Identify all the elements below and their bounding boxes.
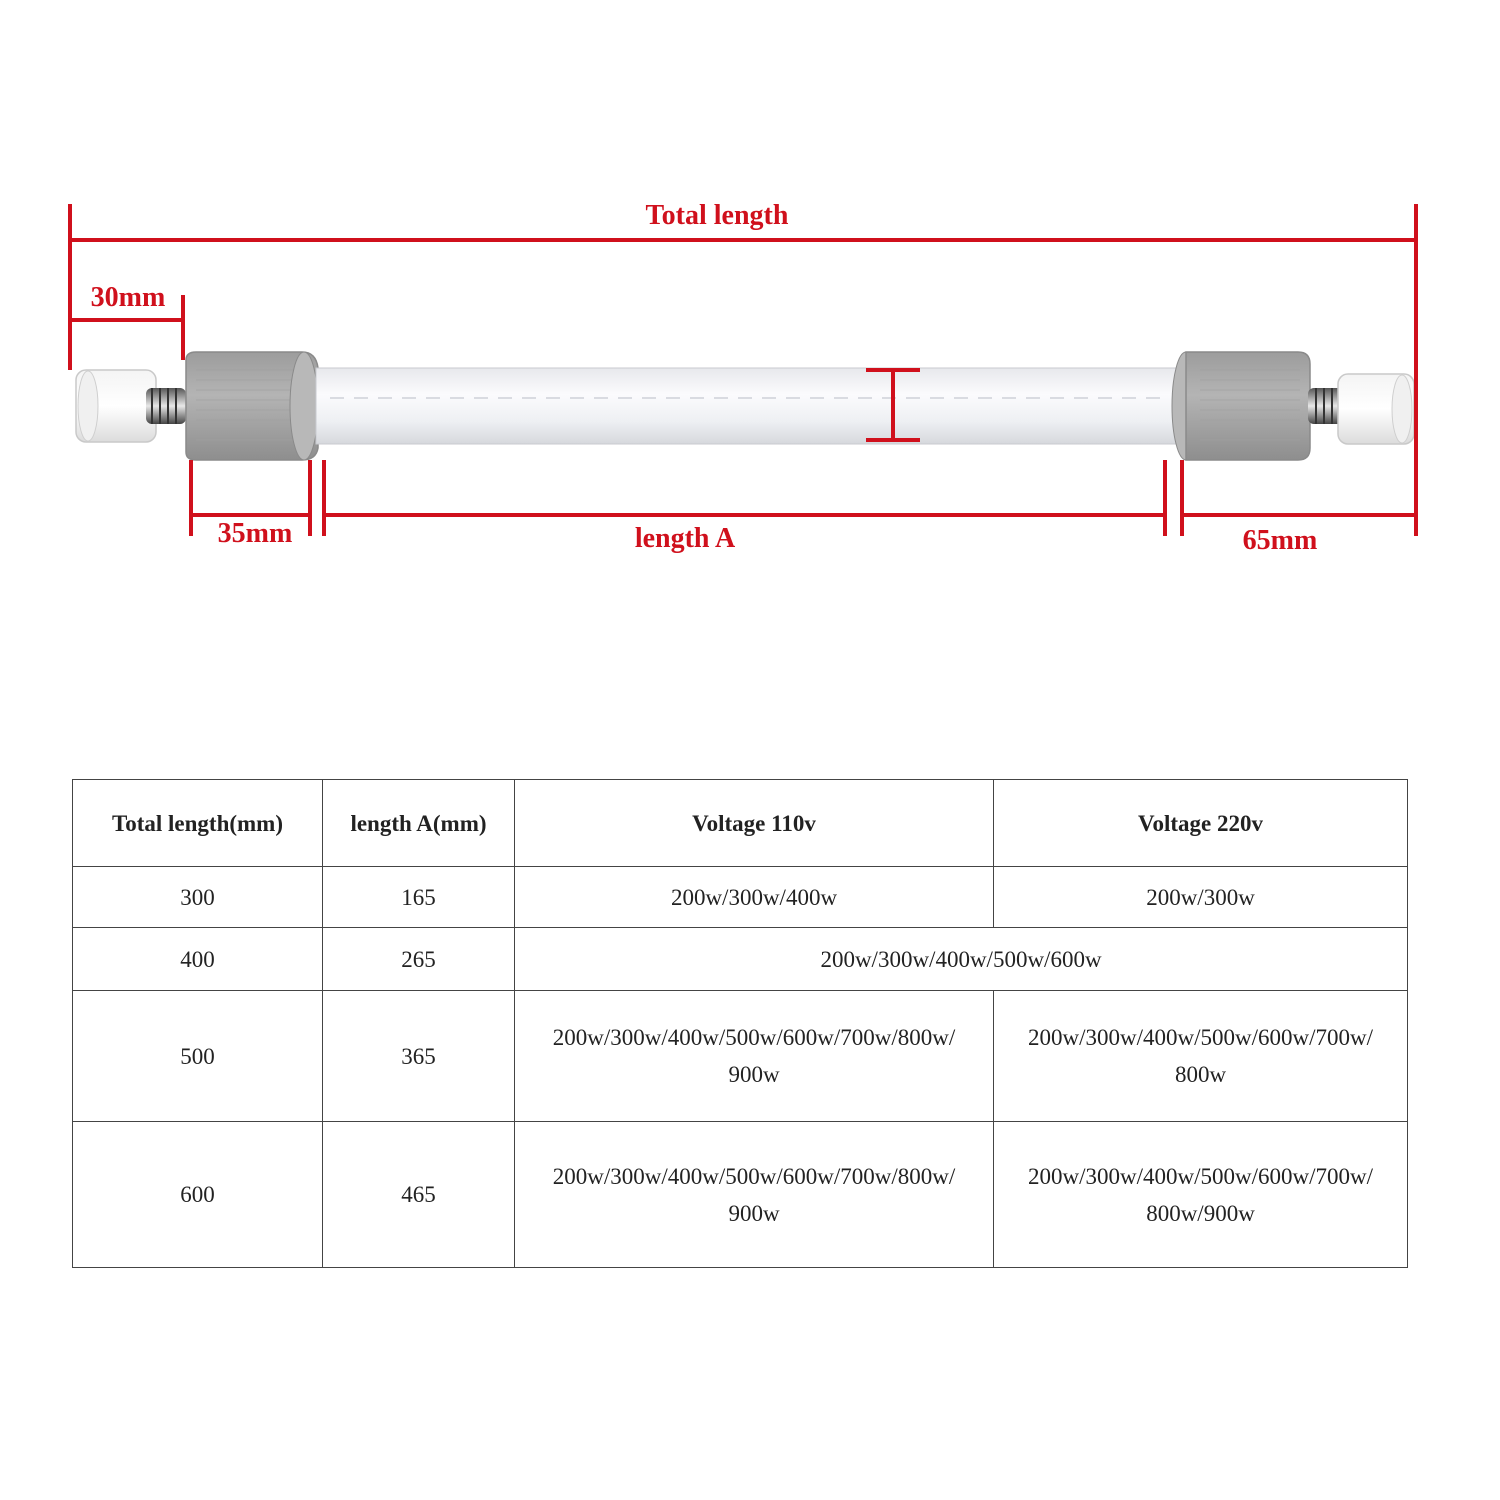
total-length-label: Total length xyxy=(646,200,789,231)
left-spring xyxy=(146,388,186,424)
right-spring xyxy=(1308,388,1344,424)
left-cap-length-label: 30mm xyxy=(91,282,166,313)
cell-total-length: 400 xyxy=(72,927,323,991)
left-ceramic-collar xyxy=(185,351,319,461)
header-total-length: Total length(mm) xyxy=(72,779,323,867)
cell-length-a: 365 xyxy=(322,990,515,1122)
heater-tube-dimension-diagram: Total length 30mm 35mm length A 65mm xyxy=(68,200,1418,556)
cell-total-length: 600 xyxy=(72,1121,323,1268)
cell-length-a: 265 xyxy=(322,927,515,991)
right-end-length-label: 65mm xyxy=(1243,525,1318,556)
heater-tube xyxy=(75,351,1415,461)
table-row: 600 465 200w/300w/400w/500w/600w/700w/80… xyxy=(72,1121,1408,1268)
left-socket-length-label: 35mm xyxy=(218,518,293,549)
cell-voltage-220v: 200w/300w/400w/500w/600w/700w/ 800w xyxy=(993,990,1408,1122)
cell-voltage-both: 200w/300w/400w/500w/600w xyxy=(514,927,1408,991)
cell-length-a: 465 xyxy=(322,1121,515,1268)
table-row: 500 365 200w/300w/400w/500w/600w/700w/80… xyxy=(72,990,1408,1122)
specification-table: Total length(mm) length A(mm) Voltage 11… xyxy=(72,779,1408,1268)
table-header-row: Total length(mm) length A(mm) Voltage 11… xyxy=(72,779,1408,867)
header-length-a: length A(mm) xyxy=(322,779,515,867)
cell-voltage-110v: 200w/300w/400w xyxy=(514,866,994,928)
cell-total-length: 300 xyxy=(72,866,323,928)
cell-voltage-110v: 200w/300w/400w/500w/600w/700w/800w/ 900w xyxy=(514,1121,994,1268)
header-voltage-220v: Voltage 220v xyxy=(993,779,1408,867)
table-row: 400 265 200w/300w/400w/500w/600w xyxy=(72,927,1408,991)
quartz-tube xyxy=(315,367,1183,445)
cell-voltage-220v: 200w/300w xyxy=(993,866,1408,928)
dimension-lines xyxy=(68,204,1418,536)
cell-voltage-110v: 200w/300w/400w/500w/600w/700w/800w/ 900w xyxy=(514,990,994,1122)
cell-length-a: 165 xyxy=(322,866,515,928)
table-row: 300 165 200w/300w/400w 200w/300w xyxy=(72,866,1408,928)
right-ceramic-collar xyxy=(1171,351,1311,461)
header-voltage-110v: Voltage 110v xyxy=(514,779,994,867)
length-a-label: length A xyxy=(635,523,736,554)
cell-total-length: 500 xyxy=(72,990,323,1122)
cell-voltage-220v: 200w/300w/400w/500w/600w/700w/ 800w/900w xyxy=(993,1121,1408,1268)
